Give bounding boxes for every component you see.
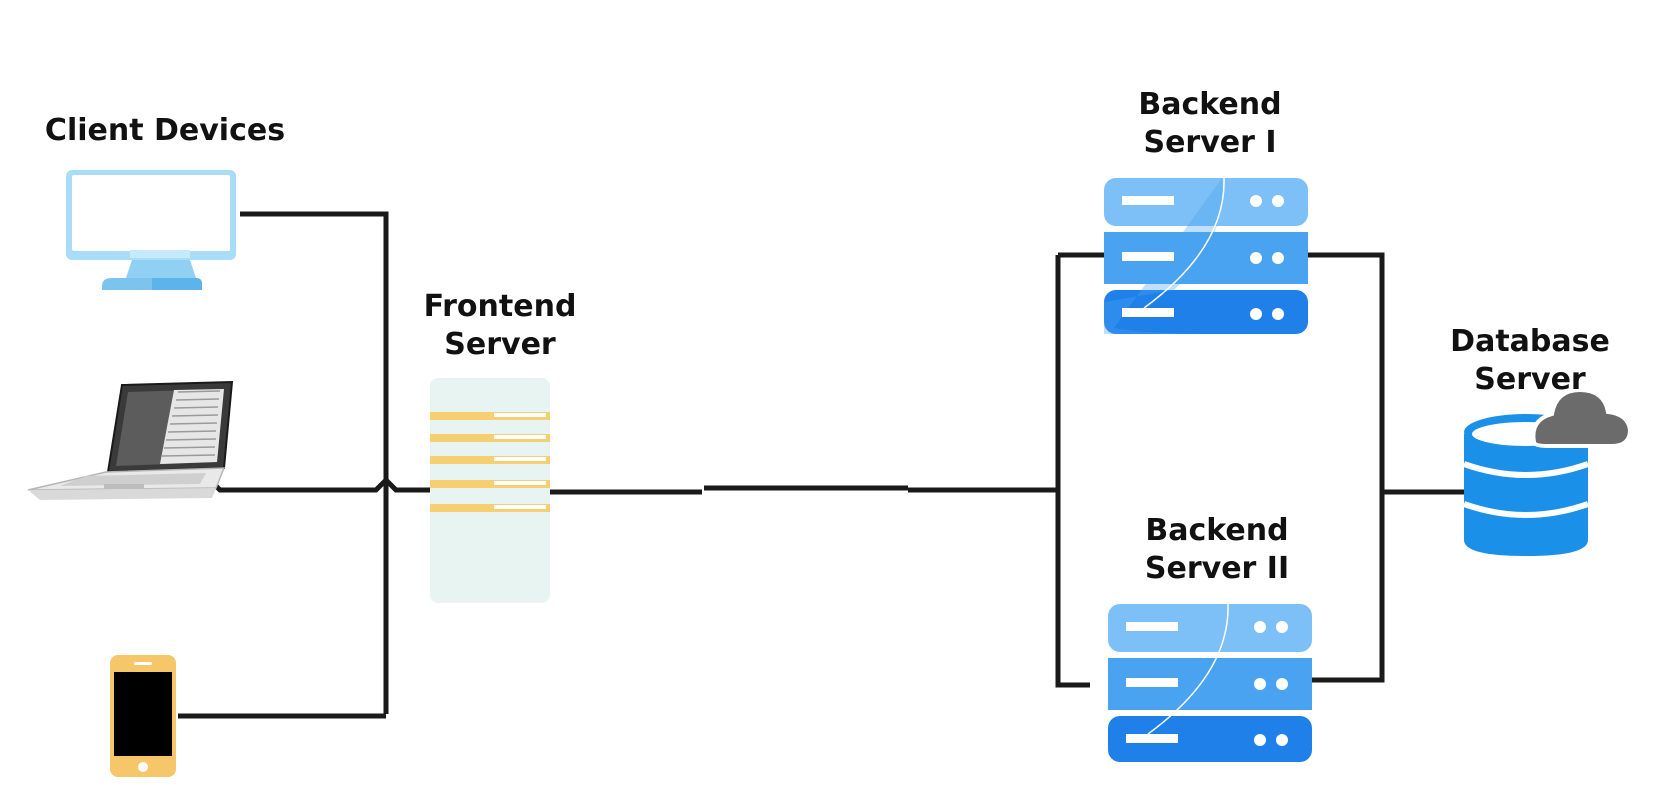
backend-server-1-title-line-2: Server I — [1143, 125, 1277, 160]
database-server-title-line-2: Server — [1474, 362, 1586, 397]
monitor-to-bus-line — [240, 211, 389, 714]
laptop-to-bus-line — [212, 476, 436, 493]
backend-2-to-db-line — [1310, 490, 1385, 683]
client-devices-title: Client Devices — [44, 113, 286, 148]
database-server-label: Database Server — [1430, 323, 1630, 399]
frontend-server-title-line-1: Frontend — [423, 289, 577, 324]
database-cloud-icon — [1462, 387, 1633, 556]
client-devices-label: Client Devices — [40, 112, 290, 150]
connection-lines — [178, 211, 1472, 719]
server-stack-icon — [1104, 177, 1308, 334]
backend-split-line — [1055, 255, 1090, 688]
database-server-title-line-1: Database — [1450, 324, 1610, 359]
frontend-server-title-line-2: Server — [444, 327, 556, 362]
smartphone-icon — [110, 655, 176, 777]
backend-server-2-label: Backend Server II — [1112, 512, 1322, 588]
backend-server-1-title-line-1: Backend — [1138, 87, 1282, 122]
backend-server-2-title-line-2: Server II — [1144, 551, 1290, 586]
server-stack-icon — [1108, 603, 1312, 762]
backend-server-2-title-line-1: Backend — [1145, 513, 1289, 548]
backend-server-1-label: Backend Server I — [1110, 86, 1310, 162]
laptop-icon — [27, 380, 234, 500]
backend-1-to-db-line — [1306, 252, 1385, 490]
frontend-server-label: Frontend Server — [400, 288, 600, 364]
monitor-icon — [66, 170, 236, 290]
server-rack-icon — [430, 378, 550, 603]
